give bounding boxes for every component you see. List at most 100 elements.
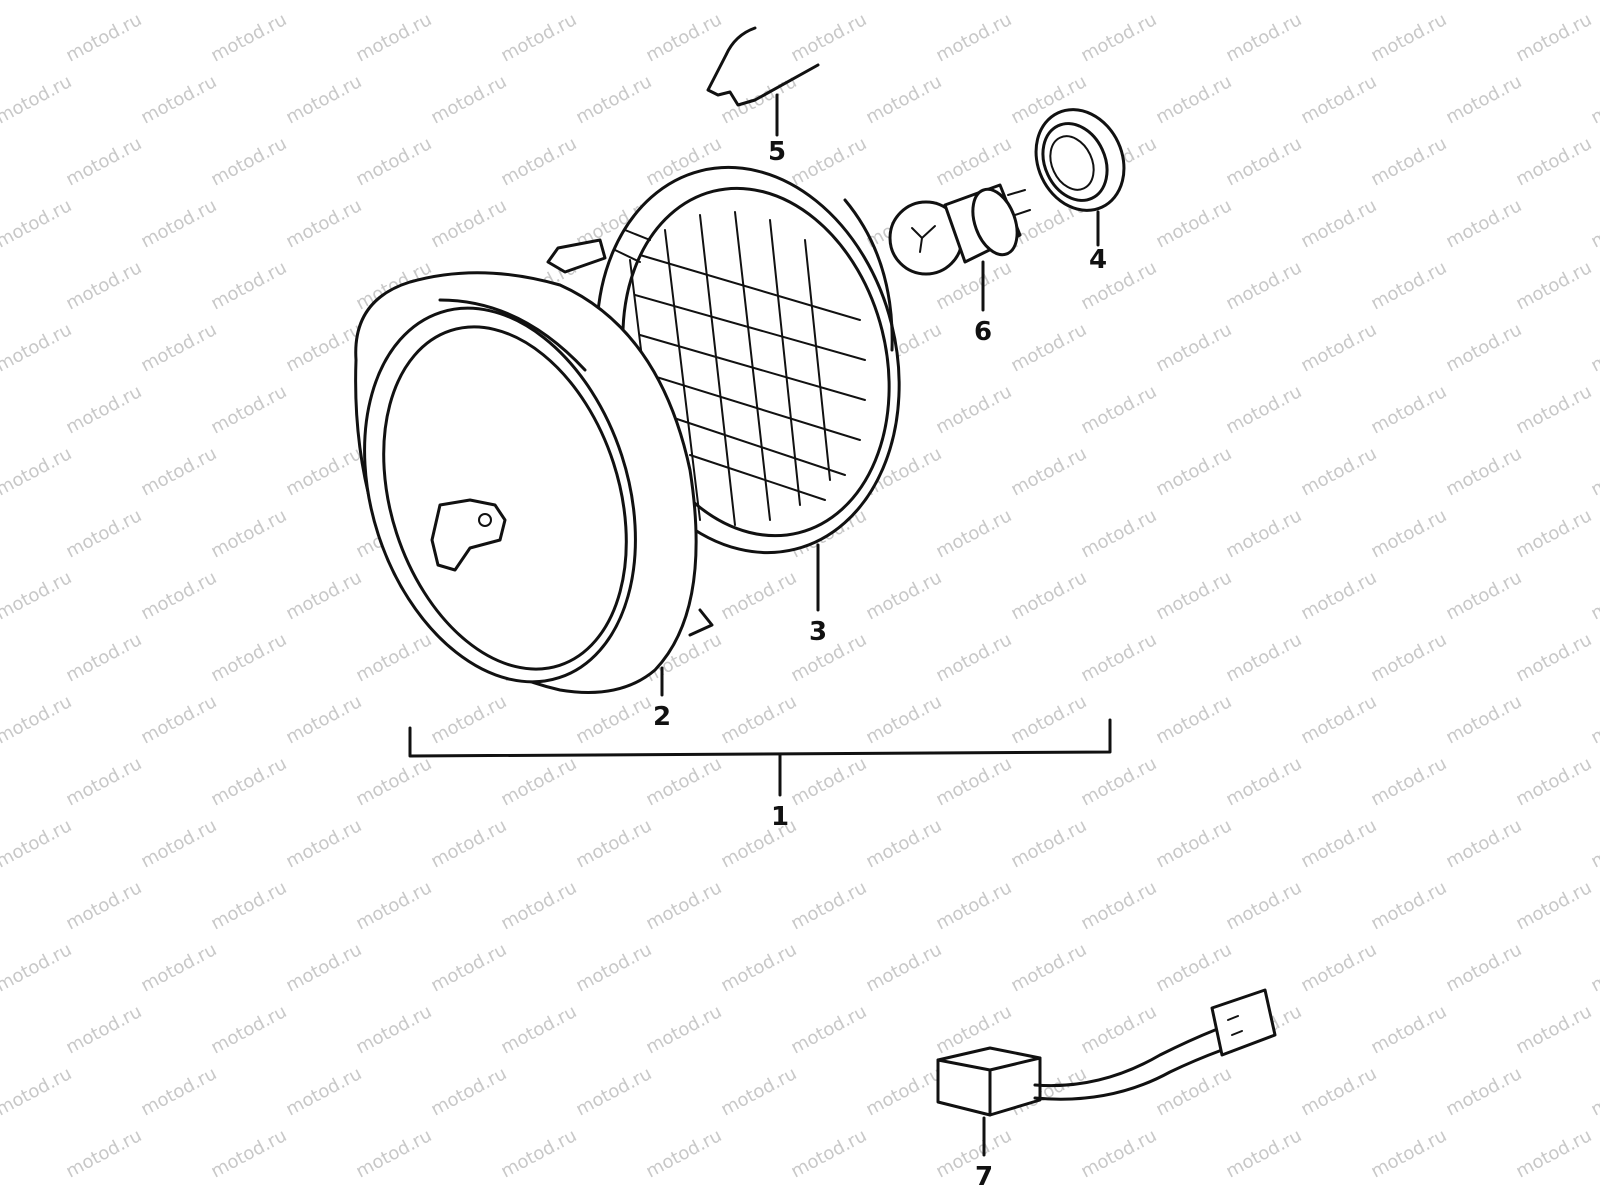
watermark-text: motod.ru (0, 1063, 75, 1120)
watermark-text: motod.ru (207, 505, 290, 562)
watermark-text: motod.ru (62, 257, 145, 314)
watermark-text: motod.ru (427, 691, 510, 748)
watermark-text: motod.ru (1077, 629, 1160, 686)
watermark-text: motod.ru (1512, 1125, 1595, 1182)
watermark-text: motod.ru (1297, 195, 1380, 252)
watermark-text: motod.ru (1077, 9, 1160, 66)
watermark-text: motod.ru (717, 1063, 800, 1120)
watermark-text: motod.ru (642, 9, 725, 66)
watermark-text: motod.ru (932, 133, 1015, 190)
watermark-text: motod.ru (1077, 505, 1160, 562)
watermark-text: motod.ru (1512, 257, 1595, 314)
watermark-text: motod.ru (862, 939, 945, 996)
watermark-text: motod.ru (572, 71, 655, 128)
watermark-text: motod.ru (352, 1001, 435, 1058)
bulb-assembly (888, 183, 1031, 276)
watermark-text: motod.ru (207, 381, 290, 438)
watermark-text: motod.ru (572, 691, 655, 748)
watermark-text: motod.ru (1512, 753, 1595, 810)
watermark-text: motod.ru (642, 1125, 725, 1182)
watermark-text: motod.ru (862, 1063, 945, 1120)
watermark-text: motod.ru (137, 195, 220, 252)
watermark-text: motod.ru (1222, 505, 1305, 562)
watermark-text: motod.ru (497, 133, 580, 190)
watermark-text: motod.ru (932, 753, 1015, 810)
watermark-text: motod.ru (427, 71, 510, 128)
callout-7: 7 (975, 1162, 993, 1192)
watermark-text: motod.ru (1222, 629, 1305, 686)
watermark-text: motod.ru (1587, 0, 1600, 4)
watermark-text: motod.ru (282, 0, 365, 4)
watermark-text: motod.ru (1587, 691, 1600, 748)
watermark-text: motod.ru (1442, 443, 1525, 500)
watermark-text: motod.ru (0, 443, 75, 500)
watermark-text: motod.ru (1512, 9, 1595, 66)
watermark-text: motod.ru (787, 133, 870, 190)
watermark-text: motod.ru (427, 0, 510, 4)
watermark-text: motod.ru (862, 691, 945, 748)
watermark-text: motod.ru (1587, 939, 1600, 996)
watermark-text: motod.ru (1297, 319, 1380, 376)
watermark-text: motod.ru (207, 629, 290, 686)
watermark-text: motod.ru (497, 753, 580, 810)
watermark-text: motod.ru (1367, 381, 1450, 438)
watermark-text: motod.ru (282, 567, 365, 624)
watermark-text: motod.ru (642, 877, 725, 934)
watermark-text: motod.ru (62, 381, 145, 438)
watermark-text: motod.ru (787, 877, 870, 934)
watermark-text: motod.ru (717, 691, 800, 748)
watermark-text: motod.ru (352, 1125, 435, 1182)
watermark-text: motod.ru (62, 753, 145, 810)
watermark-text: motod.ru (0, 939, 75, 996)
watermark-text: motod.ru (0, 71, 75, 128)
watermark-text: motod.ru (572, 0, 655, 4)
watermark-text: motod.ru (1367, 753, 1450, 810)
watermark-text: motod.ru (282, 71, 365, 128)
callout-4: 4 (1089, 245, 1107, 275)
watermark-text: motod.ru (497, 1125, 580, 1182)
watermark-text: motod.ru (282, 195, 365, 252)
watermark-text: motod.ru (282, 319, 365, 376)
watermark-text: motod.ru (1297, 691, 1380, 748)
watermark-text: motod.ru (0, 319, 75, 376)
callout-2: 2 (653, 702, 671, 732)
watermark-text: motod.ru (717, 0, 800, 4)
watermark-text: motod.ru (62, 133, 145, 190)
watermark-text: motod.ru (1587, 443, 1600, 500)
watermark-text: motod.ru (1512, 133, 1595, 190)
watermark-text: motod.ru (1152, 939, 1235, 996)
watermark-text: motod.ru (497, 877, 580, 934)
watermark-text: motod.ru (1007, 443, 1090, 500)
watermark-text: motod.ru (1297, 71, 1380, 128)
watermark-text: motod.ru (352, 133, 435, 190)
watermark-text: motod.ru (427, 1063, 510, 1120)
watermark-text: motod.ru (1077, 753, 1160, 810)
watermark-text: motod.ru (1152, 443, 1235, 500)
watermark-text: motod.ru (62, 629, 145, 686)
callout-5: 5 (768, 137, 786, 167)
watermark-text: motod.ru (642, 1001, 725, 1058)
watermark-text: motod.ru (1222, 877, 1305, 934)
watermark-text: motod.ru (787, 1125, 870, 1182)
watermark-text: motod.ru (1007, 319, 1090, 376)
watermark-text: motod.ru (282, 691, 365, 748)
watermark-text: motod.ru (1512, 629, 1595, 686)
watermark-text: motod.ru (1442, 319, 1525, 376)
watermark-text: motod.ru (572, 939, 655, 996)
watermark-text: motod.ru (282, 1063, 365, 1120)
watermark-text: motod.ru (862, 0, 945, 4)
watermark-text: motod.ru (1007, 691, 1090, 748)
watermark-text: motod.ru (427, 815, 510, 872)
watermark-text: motod.ru (1152, 319, 1235, 376)
watermark-text: motod.ru (1007, 0, 1090, 4)
callout-1: 1 (771, 802, 789, 832)
watermark-text: motod.ru (1152, 0, 1235, 4)
watermark-text: motod.ru (862, 815, 945, 872)
watermark-text: motod.ru (1077, 381, 1160, 438)
watermark-text: motod.ru (1512, 381, 1595, 438)
watermark-text: motod.ru (1297, 443, 1380, 500)
watermark-text: motod.ru (207, 133, 290, 190)
watermark-text: motod.ru (137, 939, 220, 996)
